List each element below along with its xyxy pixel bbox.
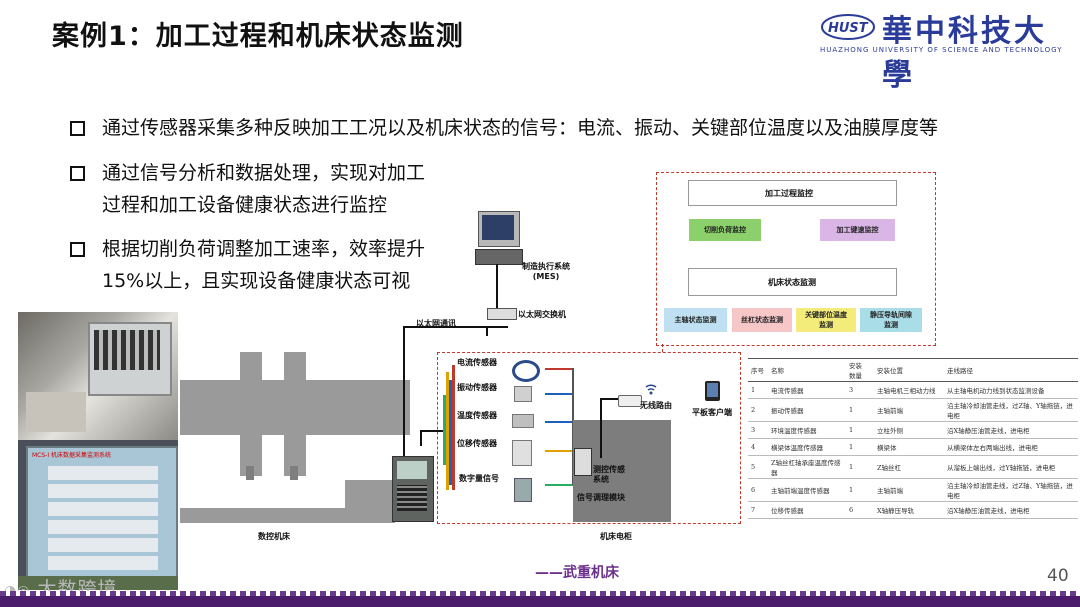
temperature-sensor-icon (512, 414, 534, 428)
bullet-text: 15%以上，且实现设备健康状态可视 (102, 266, 410, 296)
cnc-label: 数控机床 (258, 531, 290, 542)
hust-emblem-icon: HUST (820, 12, 876, 42)
process-header: 加工过程监控 (765, 188, 813, 199)
table-header: 走线路径 (944, 359, 1078, 382)
footer-bar (0, 596, 1080, 607)
mes-label: 制造执行系统 (MES) (522, 262, 570, 282)
wifi-signal-icon (644, 383, 658, 400)
table-header: 序号 (748, 359, 768, 382)
sensor-vibration: 振动传感器 (457, 382, 497, 393)
digital-signal-icon (514, 478, 532, 502)
spindle-monitor-label: 主轴状态监测 (675, 315, 717, 325)
square-bullet-icon (70, 121, 85, 136)
tablet-label: 平板客户端 (692, 407, 732, 418)
guide-monitor-box: 静压导轨间隙 监测 (860, 308, 922, 332)
bullet-text: 过程和加工设备健康状态进行监控 (102, 190, 387, 220)
spindle-monitor-box: 主轴状态监测 (664, 308, 727, 332)
table-header: 名称 (768, 359, 846, 382)
square-bullet-icon (70, 166, 85, 181)
ethernet-switch-icon (487, 308, 517, 320)
router-label: 无线路由 (640, 400, 672, 411)
cnc-bed-step (345, 480, 395, 508)
cnc-controller (392, 456, 434, 522)
bullet-text: 通过信号分析和数据处理，实现对加工 (102, 158, 425, 188)
mes-computer-icon (475, 211, 520, 265)
table-header: 安装 数量 (846, 359, 874, 382)
signal-module-label: 信号调理模块 (577, 492, 625, 503)
tablet-icon (705, 381, 720, 401)
sensor-digital: 数字量信号 (459, 473, 499, 484)
cabinet-label: 机床电柜 (600, 531, 632, 542)
university-name-en: HUAZHONG UNIVERSITY OF SCIENCE AND TECHN… (820, 46, 1063, 54)
machine-photo-bottom: MCS-I 机床数据采集监测系统 (18, 440, 178, 590)
page-title: 案例1：加工过程和机床状态监测 (52, 14, 464, 53)
sensor-temperature: 温度传感器 (457, 410, 497, 421)
cutting-load-monitor-box: 切削负荷监控 (689, 219, 761, 241)
page-number: 40 (1047, 566, 1069, 586)
table-header-row: 序号 名称 安装 数量 安装位置 走线路径 (748, 359, 1078, 382)
sensor-displacement: 位移传感器 (457, 438, 497, 449)
temp-monitor-label: 关键部位温度 监测 (805, 310, 847, 330)
speed-monitor-label: 加工键速监控 (837, 225, 879, 235)
machine-photo-top (18, 312, 178, 440)
screw-monitor-box: 丝杠状态监测 (732, 308, 792, 332)
current-sensor-icon (512, 360, 540, 382)
wifi-router-icon (618, 395, 642, 407)
diagram-caption: ——武重机床 (535, 562, 619, 582)
bullet-text: 通过传感器采集多种反映加工工况以及机床状态的信号：电流、振动、关键部位温度以及油… (102, 113, 938, 143)
university-logo: HUST 華中科技大學 HUAZHONG UNIVERSITY OF SCIEN… (820, 6, 1078, 56)
monitor-system-label: 测控传感 系统 (593, 465, 625, 485)
panel-label: MCS-I 机床数据采集监测系统 (32, 450, 111, 459)
sensor-current: 电流传感器 (457, 357, 497, 368)
ethernet-label: 以太网通讯 (416, 318, 456, 329)
machine-header: 机床状态监测 (768, 277, 816, 288)
bullet-text: 根据切削负荷调整加工速率，效率提升 (102, 234, 425, 264)
switch-label: 以太网交换机 (518, 309, 566, 320)
displacement-sensor-icon (512, 440, 532, 466)
cnc-bed (180, 508, 395, 523)
table-header: 安装位置 (874, 359, 944, 382)
speed-monitor-box: 加工键速监控 (820, 219, 895, 241)
temp-monitor-box: 关键部位温度 监测 (796, 308, 856, 332)
cnc-crossbeam (180, 380, 410, 435)
hust-mark: HUST (828, 21, 869, 36)
square-bullet-icon (70, 242, 85, 257)
screw-monitor-label: 丝杠状态监测 (741, 315, 783, 325)
vibration-sensor-icon (514, 386, 532, 402)
guide-monitor-label: 静压导轨间隙 监测 (870, 310, 912, 330)
monitor-system-box (574, 448, 592, 476)
cutting-load-label: 切削负荷监控 (704, 225, 746, 235)
